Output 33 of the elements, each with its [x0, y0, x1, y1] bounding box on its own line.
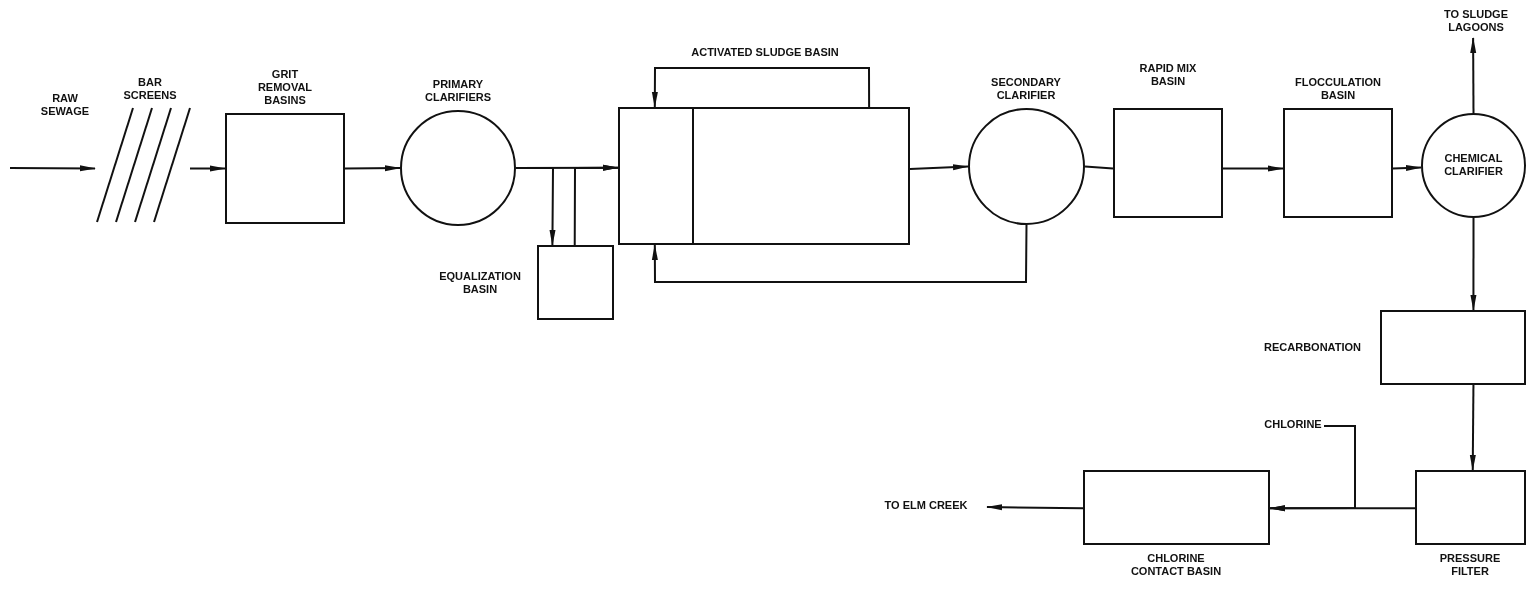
unit-label: CHEMICAL CLARIFIER — [1443, 152, 1504, 178]
flow-label: TO SLUDGE LAGOONS — [1428, 8, 1524, 38]
unit-label: BAR SCREENS — [122, 76, 178, 102]
flow-label: TO ELM CREEK — [865, 499, 987, 515]
unit-label: PRESSURE FILTER — [1438, 552, 1502, 578]
flow-arrow — [9, 165, 96, 172]
flow-arrow — [1269, 425, 1356, 512]
flow-arrow — [986, 504, 1084, 511]
inflow-label: RAW SEWAGE — [39, 92, 91, 118]
unit-label: PRIMARY CLARIFIERS — [424, 78, 492, 104]
flow-arrow — [651, 67, 871, 108]
flow-arrow — [344, 165, 401, 172]
flow-arrow — [1470, 37, 1477, 114]
unit-label: GRIT REMOVAL BASINS — [256, 68, 314, 107]
flow-arrow — [909, 164, 969, 171]
flow-arrow — [1470, 217, 1477, 311]
flow-label: CHLORINE — [1262, 418, 1324, 434]
unit-label: FLOCCULATION BASIN — [1294, 76, 1382, 102]
unit-label: SECONDARY CLARIFIER — [990, 76, 1062, 102]
flow-arrow — [651, 224, 1028, 283]
flow-arrow — [573, 164, 619, 246]
unit-label: EQUALIZATION BASIN — [438, 270, 522, 296]
flow-arrow — [515, 167, 556, 246]
clarifier-circle — [1421, 113, 1526, 218]
unit-label: RECARBONATION — [1263, 341, 1362, 354]
flow-arrow — [1469, 384, 1476, 471]
flow-arrow — [1392, 165, 1422, 172]
unit-label: ACTIVATED SLUDGE BASIN — [690, 46, 840, 59]
flow-line — [1084, 165, 1114, 170]
unit-label: RAPID MIX BASIN — [1138, 62, 1198, 88]
unit-label: CHLORINE CONTACT BASIN — [1129, 552, 1223, 578]
flow-arrow — [1222, 165, 1284, 172]
flow-arrow — [189, 165, 226, 172]
